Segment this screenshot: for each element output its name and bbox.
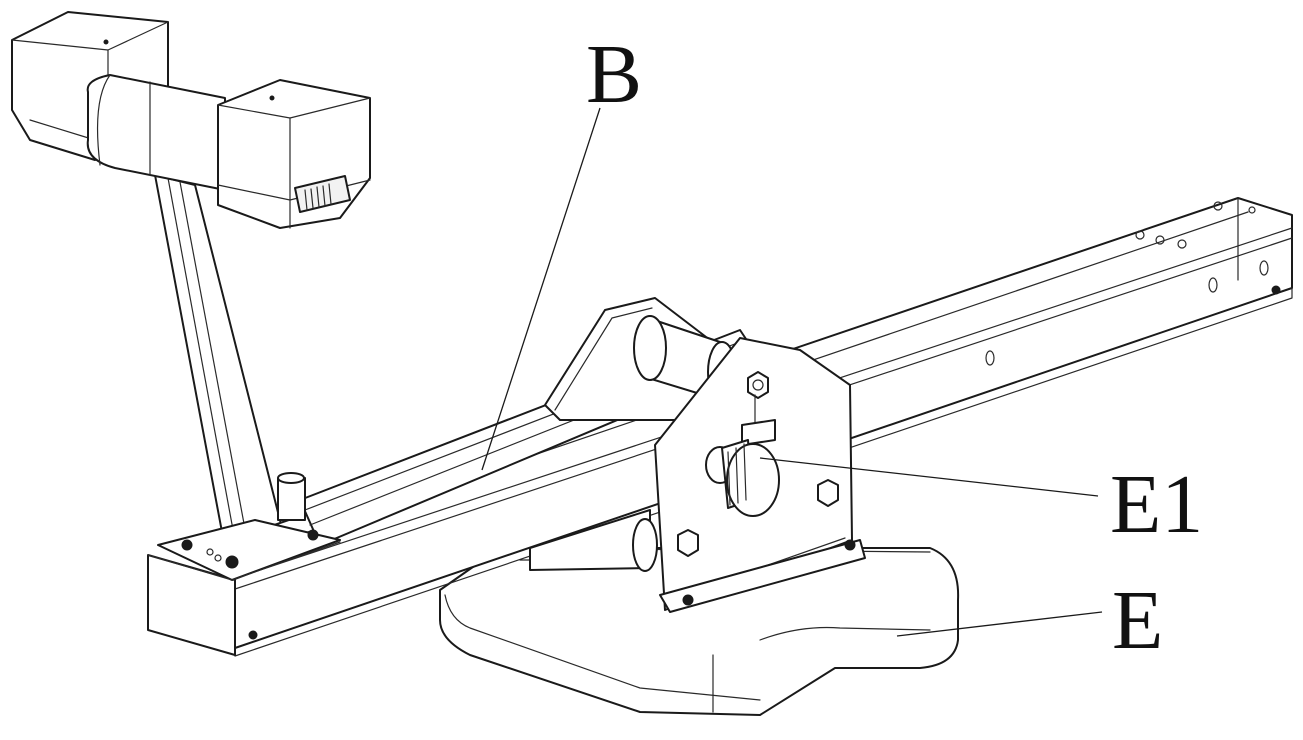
knob-e1 — [705, 439, 780, 517]
left-foot-block — [147, 472, 341, 656]
leader-line-e1 — [759, 457, 1099, 497]
leader-line-e — [896, 611, 1103, 637]
upright-post — [154, 174, 286, 549]
hex-bolt-left — [677, 529, 699, 557]
hex-bolt-top — [747, 371, 769, 399]
callout-label-b: B — [586, 28, 642, 121]
callout-label-e: E — [1112, 574, 1163, 667]
hex-bolt-right — [817, 479, 839, 507]
rear-bracket-plate — [529, 297, 737, 572]
callout-label-e1: E1 — [1110, 458, 1203, 551]
leader-line-b — [481, 107, 601, 471]
thumbwheel-ridges — [304, 183, 332, 211]
head-assembly — [11, 11, 371, 229]
